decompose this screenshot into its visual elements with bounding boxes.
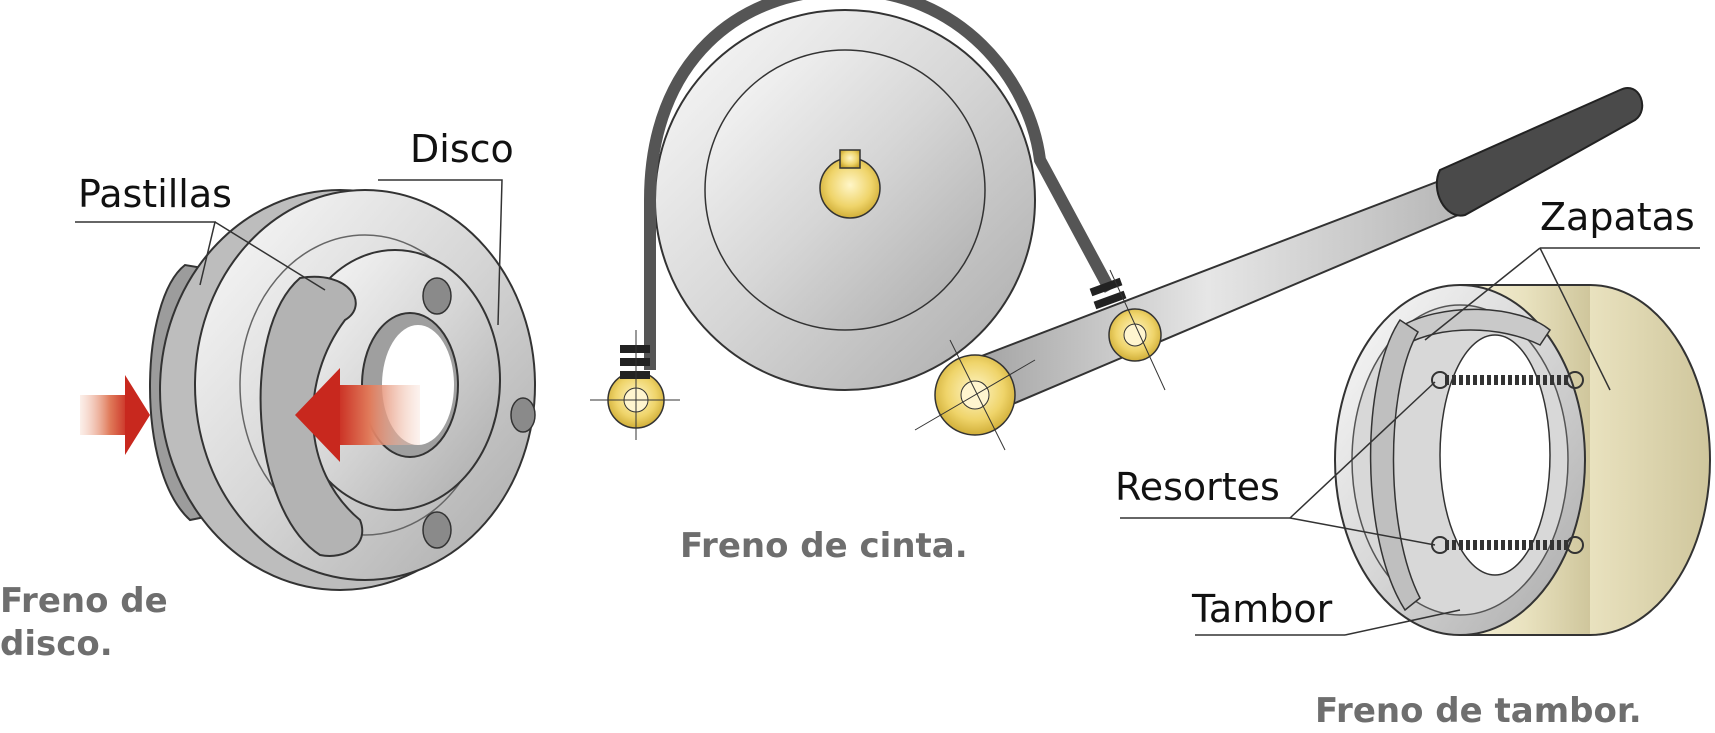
force-arrow-left (80, 375, 150, 455)
bolt-hole (422, 511, 452, 549)
bolt-hole (510, 397, 536, 433)
force-arrow-right (295, 368, 420, 462)
label-zapatas: Zapatas (1540, 195, 1695, 239)
band-brake (590, 0, 1644, 451)
label-resortes: Resortes (1115, 465, 1280, 509)
label-disco: Disco (410, 127, 514, 171)
brake-band (644, 0, 1116, 370)
spring-upper (1431, 371, 1584, 389)
caption-freno-disco-line2: disco. (0, 623, 113, 664)
lever-handle (1435, 87, 1644, 217)
disc-brake (75, 179, 536, 591)
leader-disco (378, 179, 503, 326)
bolt-hole (422, 277, 452, 315)
caption-freno-tambor: Freno de tambor. (1315, 691, 1642, 731)
shaft-key (819, 149, 881, 219)
band-anchor-lever (1089, 269, 1166, 391)
lever-pivot (914, 339, 1036, 451)
label-tambor: Tambor (1192, 587, 1333, 631)
brake-shoe-upper (1393, 308, 1551, 346)
caption-freno-disco: Freno de disco. (0, 580, 168, 665)
drum-center (1439, 334, 1551, 576)
drum-brake (1120, 247, 1711, 636)
band-anchor-fixed (590, 330, 680, 440)
label-pastillas: Pastillas (78, 172, 232, 216)
caption-freno-cinta: Freno de cinta. (680, 526, 968, 566)
brake-shoe-left (1369, 318, 1421, 612)
caption-freno-disco-line1: Freno de (0, 581, 168, 621)
